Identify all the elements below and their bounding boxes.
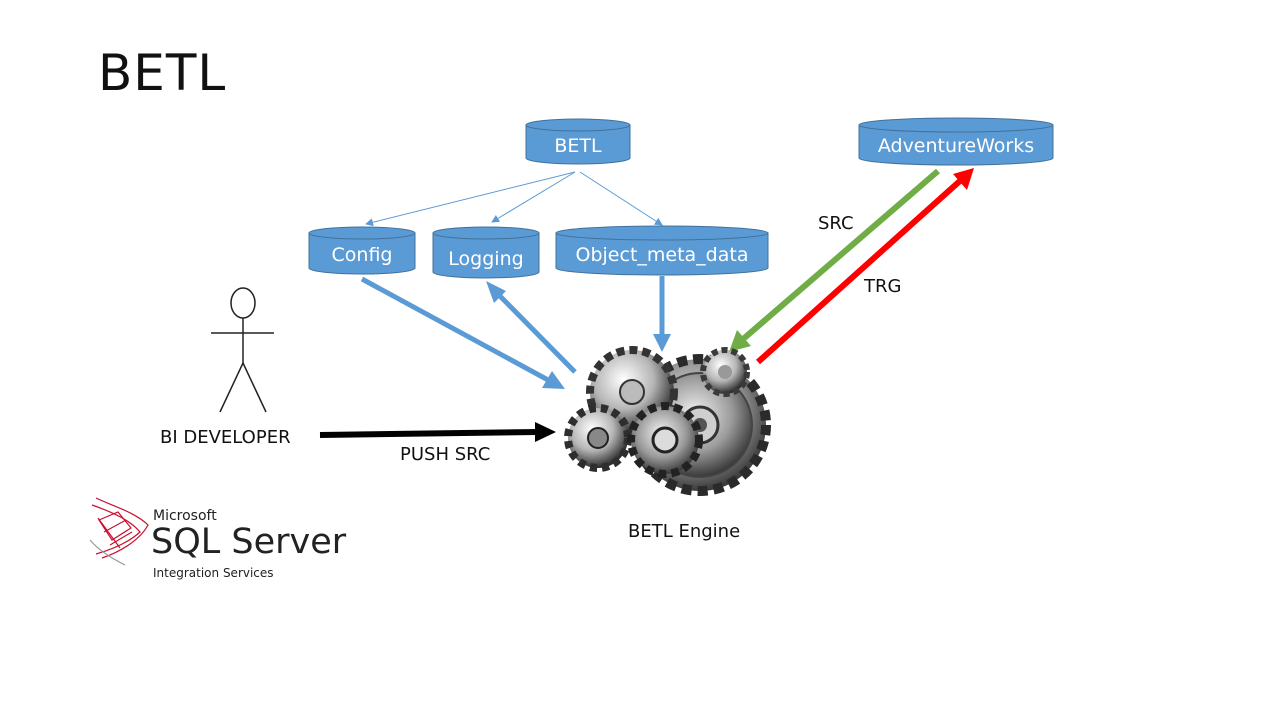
config-database[interactable]: Config [308,226,416,275]
betl-engine-label: BETL Engine [628,521,740,542]
logging-database-label: Logging [448,248,523,270]
slide-title: BETL [98,44,227,102]
logo-vendor-text: Microsoft [153,508,217,524]
push-src-arrow [319,422,556,442]
adventureworks-database-label: AdventureWorks [878,135,1034,157]
object-meta-to-engine-arrow [653,276,671,352]
betl-engine-gears-icon [564,346,771,496]
bi-developer-actor [211,287,274,413]
sql-server-swoosh-icon [89,497,149,566]
sql-server-logo: Microsoft SQL Server Integration Service… [89,497,347,580]
gear-small-left-icon [564,404,632,472]
actor-head [230,287,256,319]
bi-developer-label: BI DEVELOPER [160,427,291,448]
engine-to-logging-arrow [486,281,577,374]
trg-arrow [755,168,974,365]
object-meta-database-label: Object_meta_data [576,244,749,266]
connector-betl-config [365,171,576,227]
betl-connectors [365,171,663,227]
gear-small-top-icon [700,347,750,397]
src-arrow [729,168,940,352]
logging-database[interactable]: Logging [432,226,540,279]
adventureworks-database[interactable]: AdventureWorks [858,117,1054,166]
logo-subtitle-text: Integration Services [153,566,274,580]
push-src-label: PUSH SRC [400,444,490,465]
connector-betl-object-meta [579,171,663,226]
gear-medium-center-icon [627,402,703,478]
betl-database-label: BETL [554,135,602,157]
connector-betl-logging [491,171,576,223]
config-database-label: Config [332,244,393,266]
object-meta-database[interactable]: Object_meta_data [555,225,769,276]
config-to-engine-arrow [360,276,565,389]
trg-label: TRG [863,276,901,297]
betl-database[interactable]: BETL [525,118,631,165]
logo-product-text: SQL Server [151,522,347,562]
src-label: SRC [818,213,854,234]
